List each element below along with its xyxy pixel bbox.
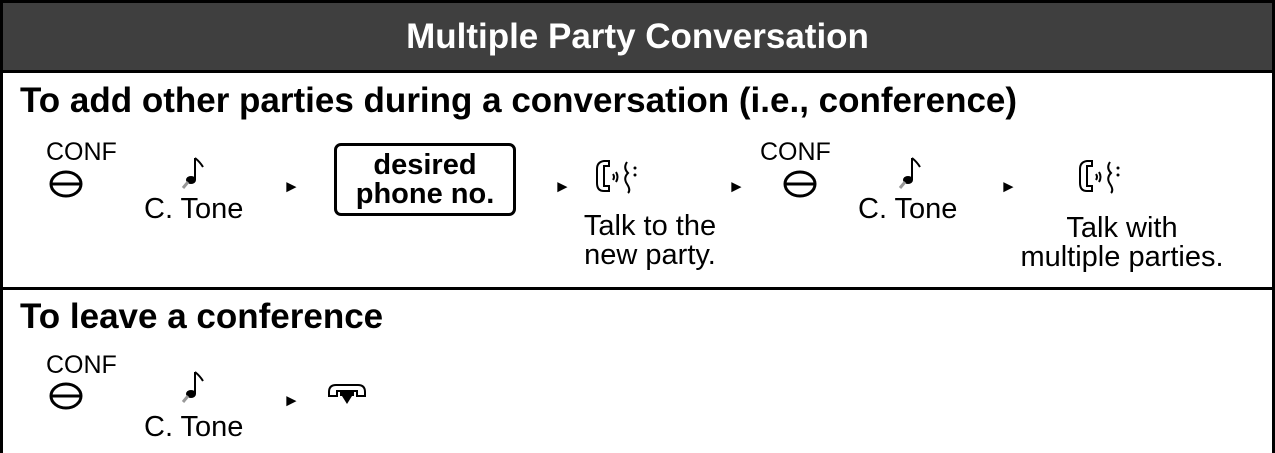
section-leave-title: To leave a conference	[20, 297, 384, 336]
conf-button-icon	[49, 170, 83, 198]
dial-label-line1: desired	[373, 149, 477, 181]
talk-new-party-line2: new party.	[584, 239, 716, 271]
conf-button-icon	[783, 170, 817, 198]
arrow-right-icon: ►	[728, 177, 745, 196]
confirmation-tone-icon	[181, 371, 204, 403]
talk-new-party-caption: Talk to the new party.	[565, 212, 735, 270]
talk-icon	[1079, 160, 1120, 194]
talk-icon	[596, 160, 637, 194]
tone-label: C. Tone	[144, 411, 244, 443]
section-divider	[0, 287, 1275, 290]
talk-multiple-caption: Talk with multiple parties.	[1004, 214, 1240, 272]
confirmation-tone-icon	[898, 157, 921, 189]
talk-new-party-line1: Talk to the	[583, 210, 717, 242]
talk-multiple-line2: multiple parties.	[1020, 241, 1224, 273]
arrow-right-icon: ►	[283, 177, 300, 196]
section-add-title: To add other parties during a conversati…	[20, 81, 1018, 120]
frame-left-border	[0, 0, 3, 453]
hang-up-icon	[328, 384, 366, 404]
tone-label: C. Tone	[144, 193, 244, 225]
conf-button-icon	[49, 382, 83, 410]
tone-label: C. Tone	[858, 193, 958, 225]
confirmation-tone-icon	[181, 157, 204, 189]
dial-box: desired phone no.	[334, 143, 516, 216]
header-bar: Multiple Party Conversation	[0, 0, 1275, 73]
conf-label: CONF	[760, 138, 831, 166]
arrow-right-icon: ►	[1000, 177, 1017, 196]
conf-label: CONF	[46, 138, 117, 166]
page-title: Multiple Party Conversation	[406, 16, 869, 56]
arrow-right-icon: ►	[283, 391, 300, 410]
dial-label-line2: phone no.	[355, 178, 495, 210]
arrow-right-icon: ►	[554, 177, 571, 196]
frame-right-border	[1272, 0, 1275, 453]
talk-multiple-line1: Talk with	[1066, 212, 1178, 244]
conf-label: CONF	[46, 351, 117, 379]
